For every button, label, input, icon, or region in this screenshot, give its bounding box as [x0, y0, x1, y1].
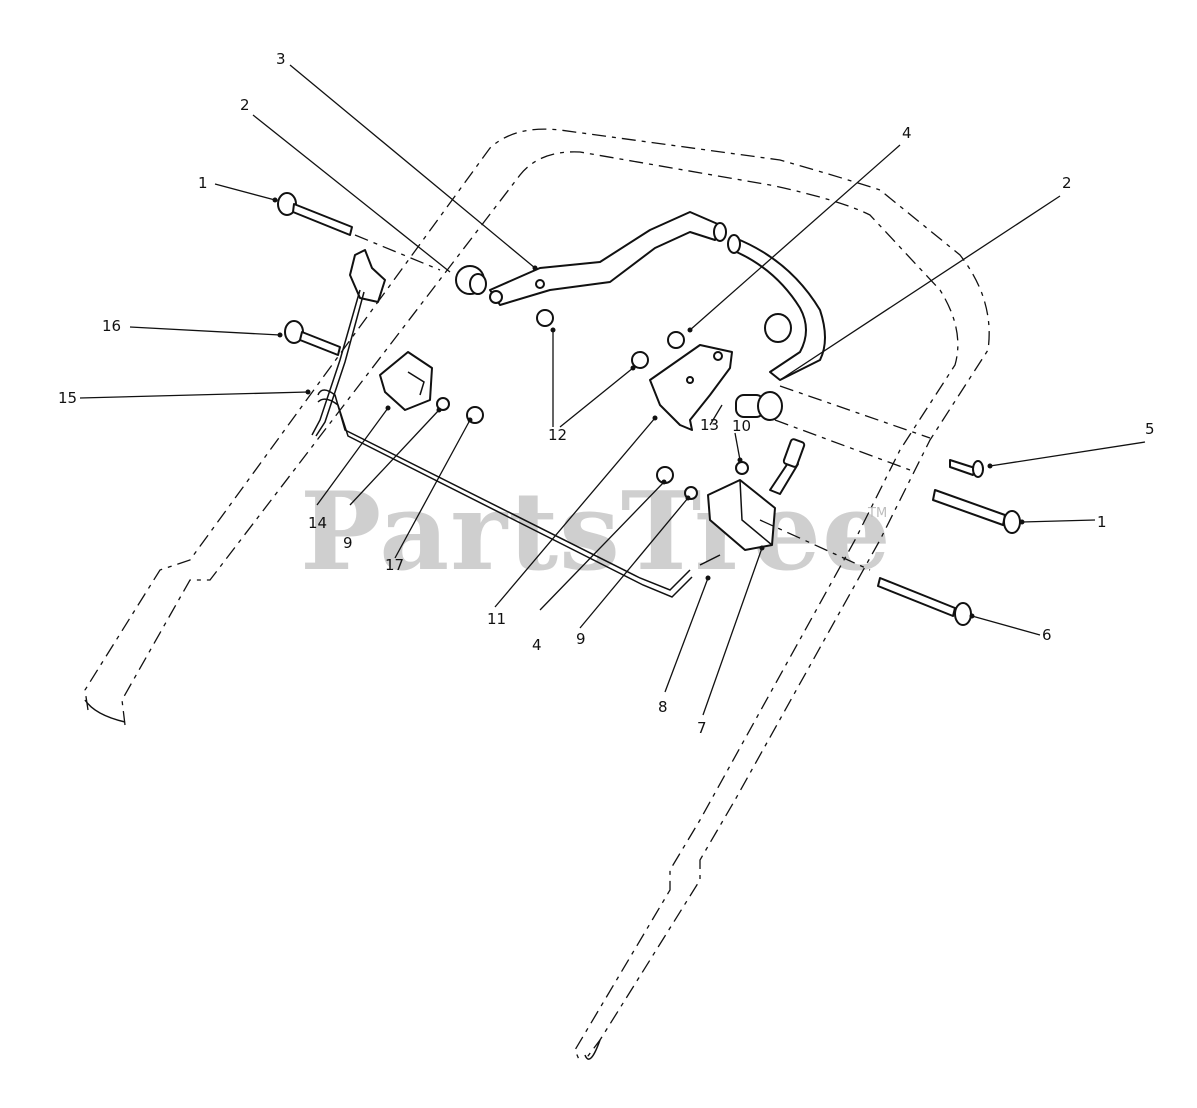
bolt-part-6: [877, 577, 972, 626]
callout-12: 12: [548, 426, 567, 444]
alignment-lines: [354, 234, 931, 571]
callout-17: 17: [385, 556, 404, 574]
handle-frame: [84, 128, 990, 1063]
zone-control: [379, 351, 433, 411]
callout-5: 5: [1145, 420, 1155, 438]
callout-6: 6: [1042, 626, 1052, 644]
callout-15: 15: [58, 389, 77, 407]
leader-dots: [272, 197, 1025, 619]
bolt-part-16: [284, 320, 341, 356]
callout-13: 13: [700, 416, 719, 434]
callout-4-bottom: 4: [532, 636, 542, 654]
callout-10: 10: [732, 417, 751, 435]
callout-labels: 1 2 3 4 2 16 15 12 13 10 5 1 14 9 17 11 …: [58, 50, 1155, 737]
leader-lines: [79, 64, 1146, 716]
trademark-mark: TM: [868, 506, 888, 521]
bolt-part-1-right: [932, 489, 1021, 534]
bail-handle: [489, 211, 826, 381]
bracket: [649, 344, 733, 431]
callout-1-left: 1: [198, 174, 208, 192]
callout-8: 8: [658, 698, 668, 716]
callout-16: 16: [102, 317, 121, 335]
nuts-and-washers: [436, 309, 749, 500]
callout-4-top: 4: [902, 124, 912, 142]
callout-9-left: 9: [343, 534, 353, 552]
control-cable: [311, 249, 386, 437]
switch: [707, 438, 806, 551]
callout-2-right: 2: [1062, 174, 1072, 192]
callout-11: 11: [487, 610, 506, 628]
callout-2-left: 2: [240, 96, 250, 114]
callout-3: 3: [276, 50, 286, 68]
callout-7: 7: [697, 719, 707, 737]
control-rod: [317, 389, 721, 598]
callout-9-right: 9: [576, 630, 586, 648]
bolt-part-1-left: [277, 192, 353, 236]
bushing-left: [455, 265, 487, 295]
bolt-part-5: [949, 459, 984, 478]
bushing-right: [735, 313, 792, 421]
callout-14: 14: [308, 514, 327, 532]
callout-1-right: 1: [1097, 513, 1107, 531]
